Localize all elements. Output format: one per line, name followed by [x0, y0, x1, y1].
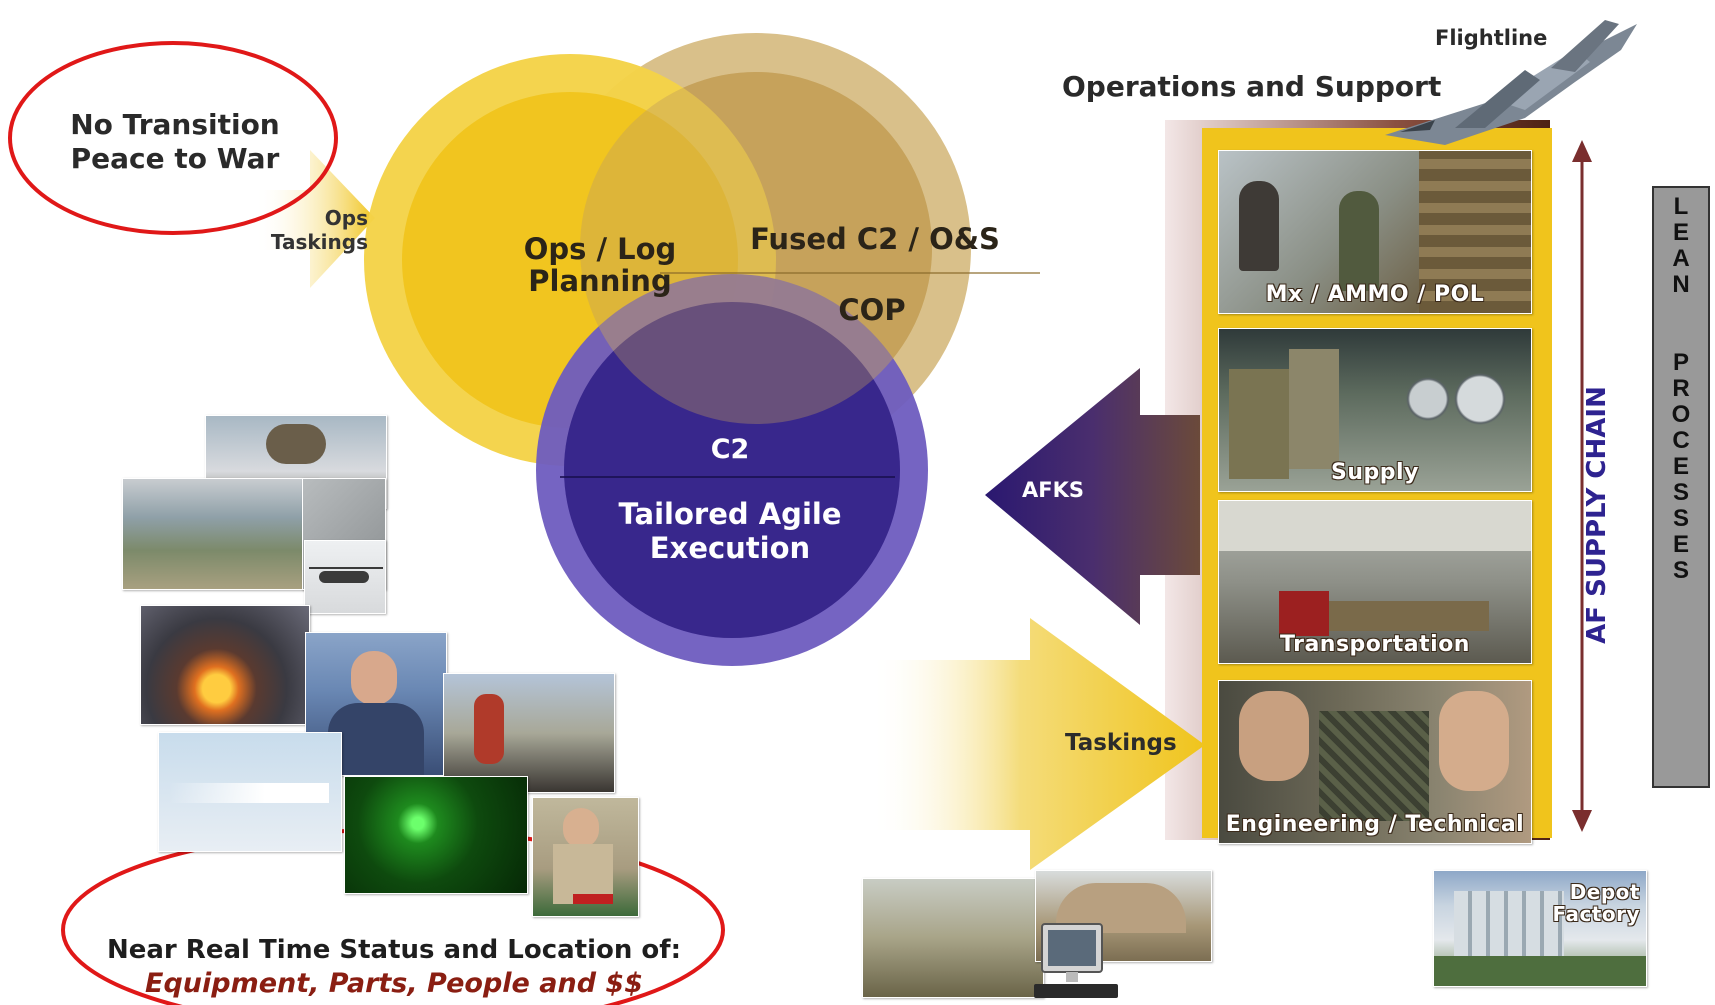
taskings-label: Taskings — [1065, 730, 1177, 756]
panel-engineering-technical-label: Engineering / Technical — [1225, 812, 1525, 837]
photo-helicopter — [304, 540, 386, 614]
tailored-line2: Execution — [649, 531, 811, 565]
lean-letter: L — [1673, 193, 1689, 220]
tailored-agile-label: Tailored Agile Execution — [590, 497, 870, 565]
ops-taskings-label: Ops Taskings — [258, 206, 368, 254]
panel-transportation: Transportation — [1218, 500, 1532, 664]
panel-supply-label: Supply — [1331, 460, 1419, 485]
taskings-arrow — [870, 618, 1205, 870]
depot-line1: Depot — [1569, 880, 1640, 904]
photo-technician — [532, 797, 639, 917]
tailored-line1: Tailored Agile — [618, 497, 842, 531]
venn-diagram — [364, 33, 1040, 666]
ops-log-line2: Planning — [528, 264, 672, 298]
c2-label: C2 — [710, 434, 750, 465]
flightline-label: Flightline — [1435, 26, 1548, 50]
lean-letter: A — [1672, 245, 1690, 272]
depot-factory-photo: Depot Factory — [1433, 870, 1647, 987]
ops-log-line1: Ops / Log — [523, 232, 677, 266]
processes-letter: E — [1672, 453, 1689, 480]
lean-letter: E — [1672, 219, 1689, 246]
depot-factory-label: Depot Factory — [1552, 881, 1640, 925]
processes-letter: E — [1672, 531, 1689, 558]
processes-letter: R — [1672, 375, 1690, 402]
transition-title: No Transition Peace to War — [60, 108, 290, 176]
photo-field-vehicles — [862, 878, 1044, 998]
photo-general-officer — [305, 632, 447, 776]
photo-explosion — [140, 605, 310, 725]
depot-line2: Factory — [1552, 902, 1640, 926]
supply-chain-double-arrow — [1572, 140, 1592, 832]
panel-transportation-label: Transportation — [1280, 632, 1470, 657]
af-supply-chain-label: AF SUPPLY CHAIN — [1582, 386, 1612, 644]
lean-processes-box: L E A N P R O C E S S E S — [1652, 186, 1710, 788]
processes-letter: S — [1672, 479, 1689, 506]
status-line1: Near Real Time Status and Location of: — [106, 935, 681, 965]
transition-title-line1: No Transition — [70, 108, 280, 141]
afks-arrow — [985, 368, 1200, 625]
photo-aircraft-formation — [158, 732, 342, 852]
processes-letter: C — [1672, 427, 1690, 454]
fused-c2-label: Fused C2 / O&S — [750, 222, 1000, 256]
photo-night-vision — [344, 776, 528, 894]
red-ellipse-top — [8, 41, 338, 235]
photo-road-crew — [443, 673, 615, 793]
operations-support-label: Operations and Support — [1062, 70, 1442, 103]
ops-taskings-arrow — [255, 150, 375, 288]
processes-letter: P — [1672, 349, 1689, 376]
purple-circle-inner — [564, 302, 900, 638]
panel-engineering-technical: Engineering / Technical — [1218, 680, 1532, 844]
cop-label: COP — [838, 293, 906, 327]
processes-letter: S — [1672, 557, 1689, 584]
ops-taskings-line2: Taskings — [270, 230, 368, 254]
panel-mx-ammo-pol: Mx / AMMO / POL — [1218, 150, 1532, 314]
lean-word: L E A N — [1654, 188, 1708, 298]
ops-taskings-line1: Ops — [324, 206, 368, 230]
afks-label: AFKS — [1022, 478, 1084, 502]
computer-icon — [1034, 923, 1118, 998]
status-line2: Equipment, Parts, People and $$ — [145, 968, 643, 999]
lean-letter: N — [1672, 271, 1690, 298]
panel-supply: Supply — [1218, 328, 1532, 492]
ops-log-planning-label: Ops / Log Planning — [510, 233, 690, 297]
processes-letter: O — [1671, 401, 1691, 428]
photo-coastal-city — [122, 478, 319, 590]
transition-title-line2: Peace to War — [70, 142, 280, 175]
fighter-jet-icon — [1385, 20, 1637, 145]
processes-word: P R O C E S S E S — [1654, 350, 1708, 584]
panel-mx-ammo-pol-label: Mx / AMMO / POL — [1265, 282, 1485, 307]
processes-letter: S — [1672, 505, 1689, 532]
